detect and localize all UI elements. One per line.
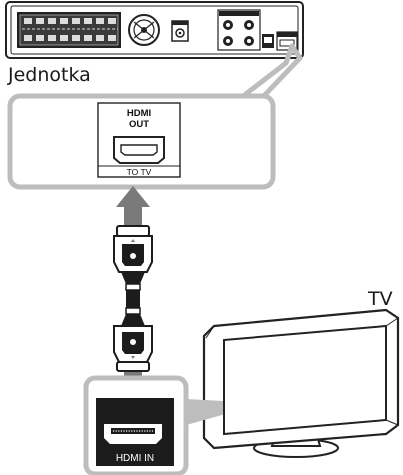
cooling-fan-icon [128,14,160,46]
to-tv-label: TO TV [127,167,152,177]
speaker-terminals [17,12,121,48]
tv-caption: TV [368,288,393,310]
hdmi-in-callout: HDMI IN [83,375,223,475]
tv-icon [202,308,400,458]
unit-rear-panel [5,1,304,59]
hdmi-in-label: HDMI IN [116,453,154,464]
antenna-jack-icon [171,20,189,42]
callout-leader-line [235,43,303,103]
unit-caption: Jednotka [8,64,91,86]
arrow-up-icon [116,186,150,226]
hdmi-cable-icon [113,225,153,372]
hdmi-out-port-icon [113,136,165,164]
hdmi-out-callout: HDMI OUT TO TV [7,93,276,190]
hdmi-in-port-icon [104,424,162,444]
hdmi-out-label-line2: OUT [129,119,149,130]
audio-video-jacks [217,9,261,51]
hdmi-out-label-line1: HDMI [127,108,151,119]
